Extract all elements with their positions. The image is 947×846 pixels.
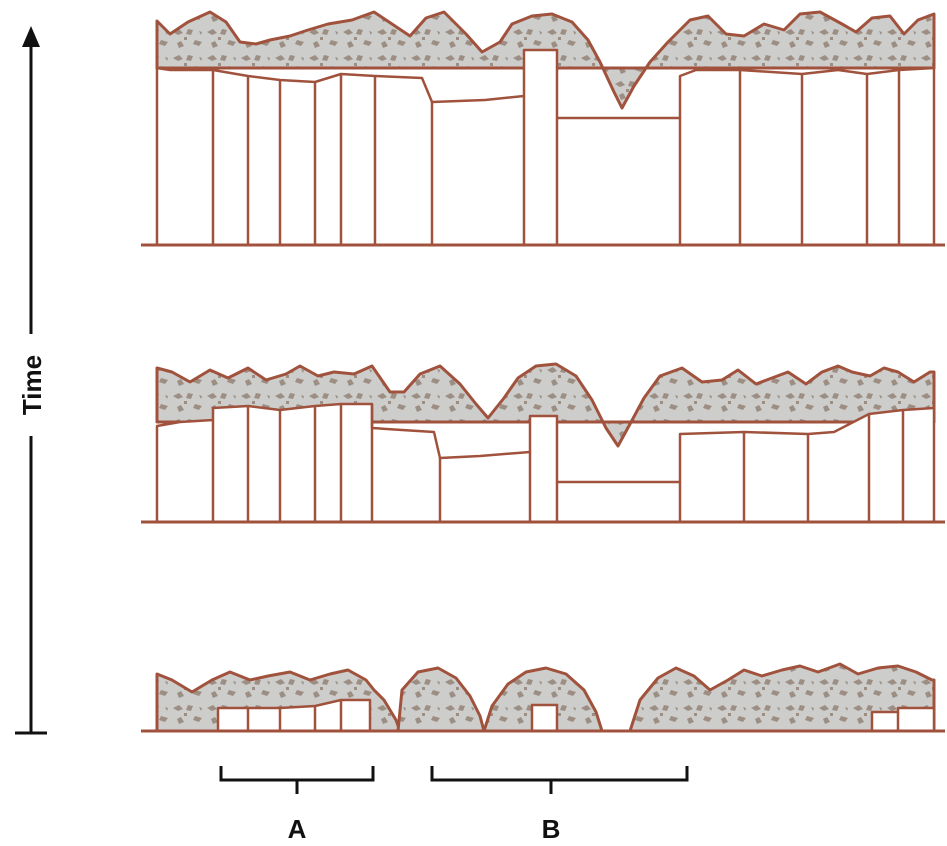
trunk-dividers (211, 70, 901, 245)
canopy-crown-mid-2 (482, 666, 604, 733)
arrow-up-icon (22, 26, 40, 47)
canopy-crown-mid-1 (396, 666, 486, 733)
bracket-b (430, 766, 689, 794)
trunks-right (870, 706, 936, 733)
panel-bottom (141, 662, 945, 733)
trunk-dividers (211, 404, 905, 522)
trunks (155, 402, 936, 524)
trunk-b (530, 703, 559, 733)
panel-top (141, 10, 945, 247)
trunks (155, 48, 936, 247)
panel-middle (141, 362, 945, 524)
bracket-b-label: B (542, 814, 561, 844)
canopy-crowns (155, 362, 936, 448)
trunk-dividers (246, 700, 343, 731)
time-axis-label: Time (17, 355, 47, 415)
time-axis: Time (15, 26, 47, 735)
bracket-a (219, 766, 375, 794)
canopy-crown-right (628, 662, 936, 733)
bracket-a-label: A (288, 814, 307, 844)
